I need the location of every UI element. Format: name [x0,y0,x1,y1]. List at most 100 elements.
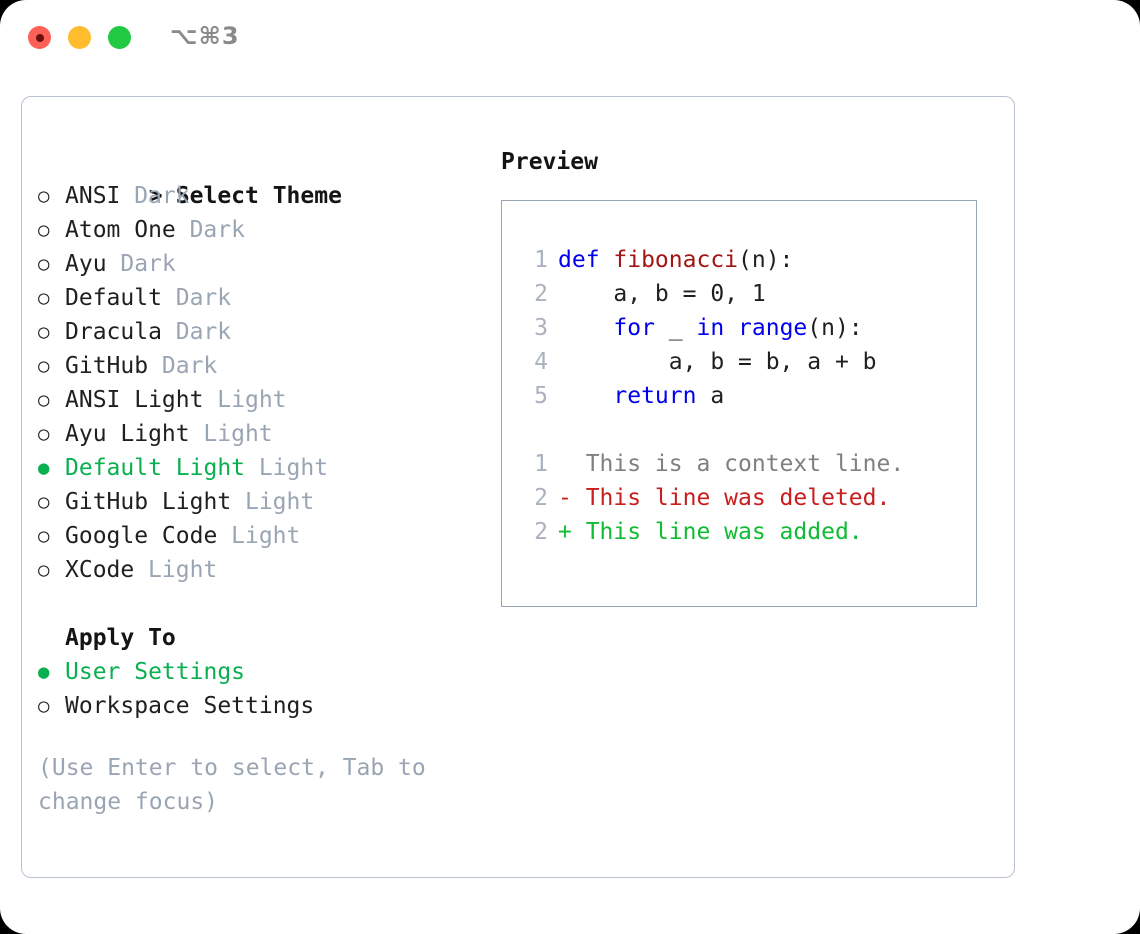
code-line: 5 return a [514,379,970,413]
radio-selected-icon: ● [38,457,50,479]
code-blank-line [514,413,970,447]
theme-option-google-code[interactable]: ○ Google Code Light [38,519,478,553]
list-spacer [38,587,478,621]
code-token: return [613,383,697,409]
radio-selected-icon: ● [38,661,50,683]
apply-option-label: User Settings [65,659,246,685]
line-number: 5 [534,383,548,409]
theme-option-tag: Light [203,421,273,447]
code-token: in range [696,315,808,341]
keyboard-shortcut-label: ⌥⌘3 [170,22,240,50]
code-token [558,315,613,341]
code-token: for [613,315,655,341]
theme-option-label: Ayu [65,251,107,277]
code-line-content: + This line was added. [558,515,863,549]
theme-option-atom-one[interactable]: ○ Atom One Dark [38,213,478,247]
theme-option-tag: Dark [175,285,232,311]
theme-option-ayu[interactable]: ○ Ayu Dark [38,247,478,281]
theme-option-tag: Light [217,387,287,413]
line-number: 2 [534,519,548,545]
code-line: 1 def fibonacci(n): [514,243,970,277]
theme-option-label: Default [65,285,162,311]
radio-unselected-icon: ○ [38,287,50,309]
code-line-content: a, b = 0, 1 [558,277,765,311]
maximize-button-icon[interactable] [108,26,131,49]
code-token: This is a context line. [558,451,905,477]
caret-icon: > [148,183,163,209]
theme-option-label: GitHub [65,353,149,379]
code-line: 3 for _ in range(n): [514,311,970,345]
code-token: a, b = b, a + b [558,349,877,375]
theme-option-ansi[interactable]: ○ ANSI Dark [38,179,478,213]
theme-option-github[interactable]: ○ GitHub Dark [38,349,478,383]
code-line-content: This is a context line. [558,447,905,481]
theme-option-tag: Dark [120,251,176,277]
code-token: a [696,383,725,409]
radio-unselected-icon: ○ [38,389,50,411]
apply-option-workspace-settings[interactable]: ○ Workspace Settings [38,689,478,723]
code-token: def [558,247,614,273]
theme-option-label: Dracula [65,319,162,345]
theme-option-tag: Dark [189,217,245,243]
minimize-button-icon[interactable] [68,26,91,49]
theme-option-default-light[interactable]: ● Default Light Light [38,451,478,485]
code-line-content: for _ in range(n): [558,311,863,345]
radio-unselected-icon: ○ [38,321,50,343]
code-token: - This line was deleted. [558,485,891,511]
theme-option-label: Ayu Light [65,421,190,447]
apply-option-user-settings[interactable]: ● User Settings [38,655,478,689]
radio-unselected-icon: ○ [38,253,50,275]
theme-option-label: Google Code [65,523,218,549]
radio-unselected-icon: ○ [38,355,50,377]
diff-line: 1 This is a context line. [514,447,970,481]
theme-option-ansi-light[interactable]: ○ ANSI Light Light [38,383,478,417]
radio-unselected-icon: ○ [38,219,50,241]
title-bar: ⌥⌘3 [0,0,1140,78]
code-line-content: a, b = b, a + b [558,345,877,379]
diff-line: 2 - This line was deleted. [514,481,970,515]
code-token [558,383,613,409]
select-theme-header: > Select Theme [38,145,478,209]
theme-option-tag: Light [258,455,329,481]
radio-unselected-icon: ○ [38,185,50,207]
code-token: _ [654,315,697,341]
radio-unselected-icon: ○ [38,491,50,513]
theme-option-label: Default Light [65,455,246,481]
select-theme-title: Select Theme [175,183,342,209]
code-token: fibonacci [613,247,739,273]
code-token: (n): [738,247,794,273]
hint-text: (Use Enter to select, Tab to change focu… [38,755,426,815]
line-number: 1 [534,247,548,273]
radio-unselected-icon: ○ [38,525,50,547]
window-controls [28,26,131,49]
theme-option-default[interactable]: ○ Default Dark [38,281,478,315]
theme-option-label: ANSI Light [65,387,204,413]
radio-unselected-icon: ○ [38,695,50,717]
code-line-content: - This line was deleted. [558,481,890,515]
code-line-content: def fibonacci(n): [558,243,793,277]
theme-option-tag: Dark [161,353,218,379]
code-token: (n): [807,315,863,341]
theme-option-tag: Dark [134,183,190,209]
radio-unselected-icon: ○ [38,559,50,581]
theme-option-tag: Dark [175,319,232,345]
apply-to-options-list: ● User Settings ○ Workspace Settings [38,655,478,723]
code-line: 2 a, b = 0, 1 [514,277,970,311]
theme-option-label: ANSI [65,183,121,209]
line-number: 2 [534,485,548,511]
line-number: 1 [534,451,548,477]
theme-option-tag: Light [231,523,301,549]
close-button-icon[interactable] [28,26,51,49]
preview-header: Preview [501,149,598,175]
theme-option-label: XCode [65,557,135,583]
theme-option-label: Atom One [65,217,176,243]
apply-option-label: Workspace Settings [65,693,315,719]
theme-option-dracula[interactable]: ○ Dracula Dark [38,315,478,349]
